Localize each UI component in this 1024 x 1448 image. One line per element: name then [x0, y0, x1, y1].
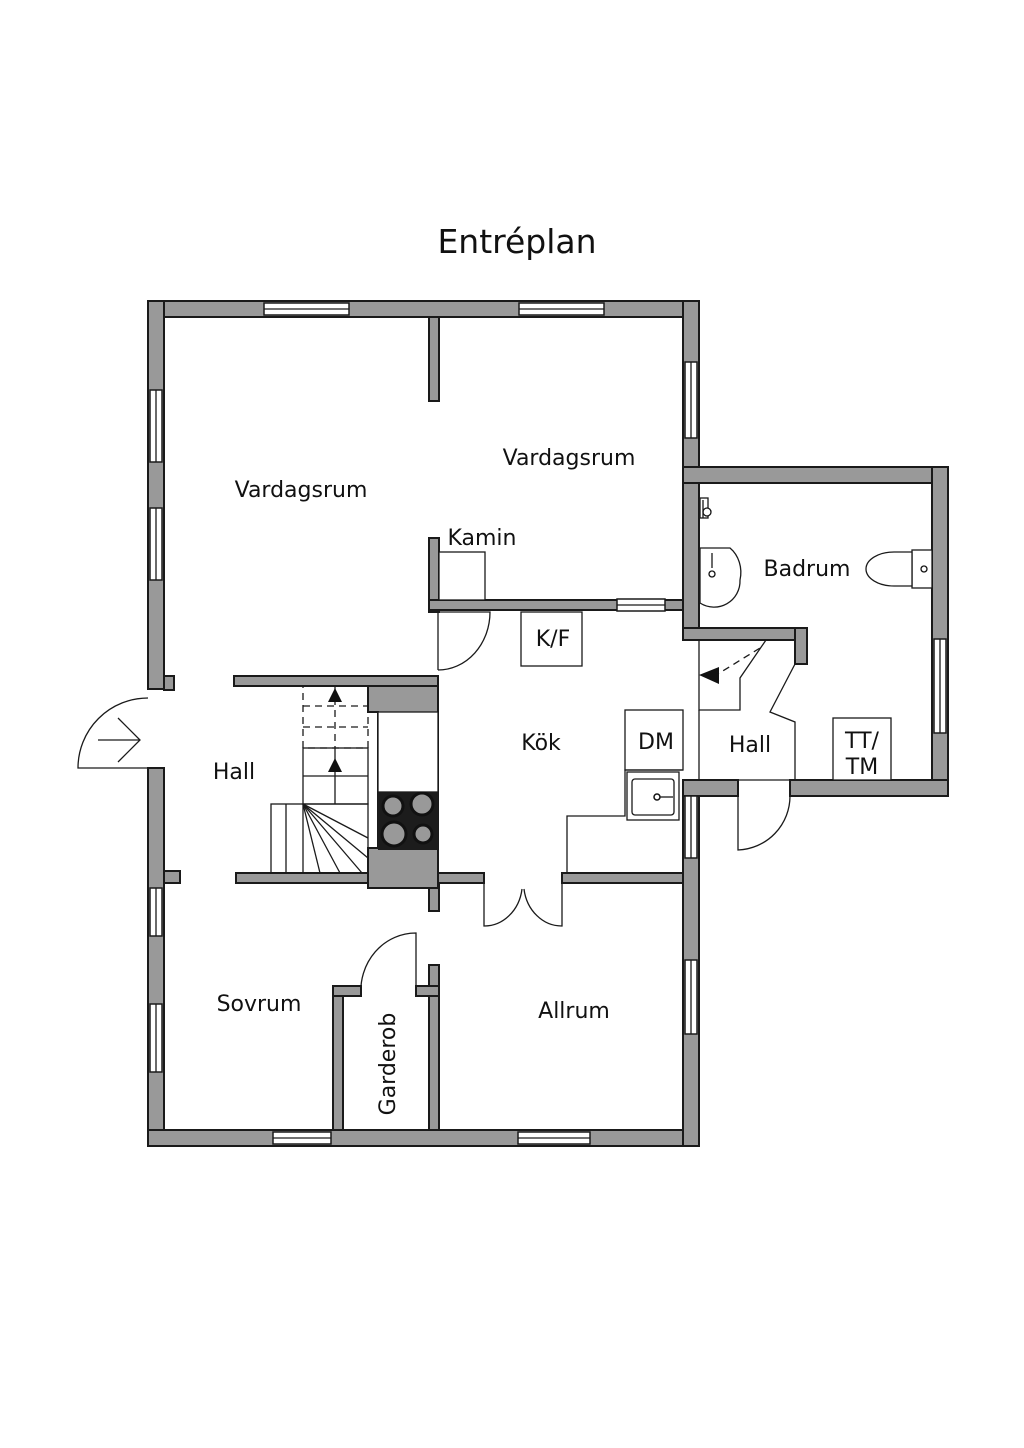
room-label-dm: DM — [638, 730, 674, 755]
stair-up-arrow-icon — [328, 758, 342, 772]
staircase — [270, 685, 369, 874]
room-label-tt: TT/ — [844, 729, 879, 754]
kitchen-fixtures — [520, 611, 684, 873]
room-label-vardagsrum-left: Vardagsrum — [235, 478, 368, 503]
bathroom-fixtures — [698, 483, 933, 781]
doors — [77, 611, 791, 997]
room-labels: Vardagsrum Vardagsrum Kamin Badrum K/F K… — [213, 446, 880, 1115]
stair-wall-block — [367, 685, 439, 889]
room-label-vardagsrum-right: Vardagsrum — [503, 446, 636, 471]
room-label-allrum: Allrum — [538, 999, 610, 1024]
stove — [378, 791, 438, 850]
room-label-kok: Kök — [521, 731, 561, 756]
plan-title: Entréplan — [437, 222, 596, 261]
room-label-sovrum: Sovrum — [217, 992, 302, 1017]
windows — [149, 302, 947, 1145]
room-label-kf: K/F — [536, 627, 571, 652]
laundry-box — [832, 717, 892, 781]
fireplace — [438, 551, 486, 601]
entrance-arrow-icon — [98, 717, 141, 763]
interior-walls — [163, 316, 808, 1131]
shower-icon — [699, 497, 712, 519]
toilet-icon — [865, 549, 933, 589]
entrance-door — [77, 697, 149, 769]
stair-up-arrow-icon — [328, 688, 342, 702]
room-label-tm: TM — [845, 755, 878, 780]
sink-icon — [699, 547, 742, 608]
room-label-hall-left: Hall — [213, 760, 255, 785]
room-label-badrum: Badrum — [764, 557, 851, 582]
room-label-kamin: Kamin — [447, 526, 516, 551]
room-label-hall-right: Hall — [729, 733, 771, 758]
step-arrow-icon — [699, 667, 719, 684]
back-hall-steps — [698, 639, 796, 781]
room-label-garderob: Garderob — [376, 1013, 401, 1116]
